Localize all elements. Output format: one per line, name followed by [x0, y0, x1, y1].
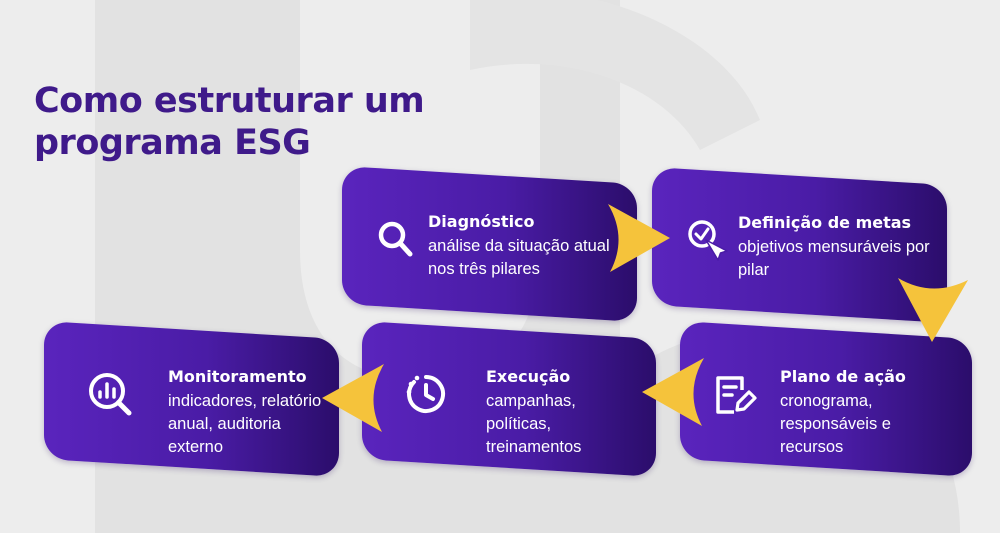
step-heading: Plano de ação	[780, 367, 906, 386]
step-heading: Execução	[486, 367, 571, 386]
step-card-plano-de-acao: Plano de ação cronograma, responsáveis e…	[680, 321, 972, 477]
step-card-monitoramento: Monitoramento indicadores, relatório anu…	[44, 320, 339, 478]
step-heading: Definição de metas	[738, 213, 912, 232]
title-line-1: Como estruturar um	[34, 81, 425, 121]
step-card-definicao-de-metas: Definição de metas objetivos mensuráveis…	[652, 166, 947, 324]
document-edit-icon	[716, 376, 757, 414]
step-heading: Monitoramento	[168, 367, 307, 386]
step-heading: Diagnóstico	[428, 212, 535, 231]
step-description: análise da situação atual nos três pilar…	[428, 237, 610, 278]
step-card-diagnostico: Diagnóstico análise da situação atual no…	[342, 165, 637, 323]
clock-icon	[406, 375, 446, 413]
step-card-execucao: Execução campanhas, políticas, treinamen…	[362, 321, 656, 477]
title-line-2: programa ESG	[34, 123, 311, 163]
step-description: indicadores, relatório anual, auditoria …	[168, 392, 322, 456]
arrow-right-icon	[608, 204, 670, 272]
step-description: campanhas, políticas, treinamentos	[486, 392, 582, 456]
arrow-left-icon	[322, 364, 384, 432]
target-click-icon	[688, 220, 728, 261]
arrow-down-icon	[898, 278, 968, 342]
search-icon	[378, 221, 413, 257]
step-description: cronograma, responsáveis e recursos	[780, 392, 891, 456]
chart-magnifier-icon	[89, 373, 132, 416]
page-title: Como estruturar um programa ESG	[34, 80, 425, 164]
arrow-left-icon	[642, 358, 704, 426]
